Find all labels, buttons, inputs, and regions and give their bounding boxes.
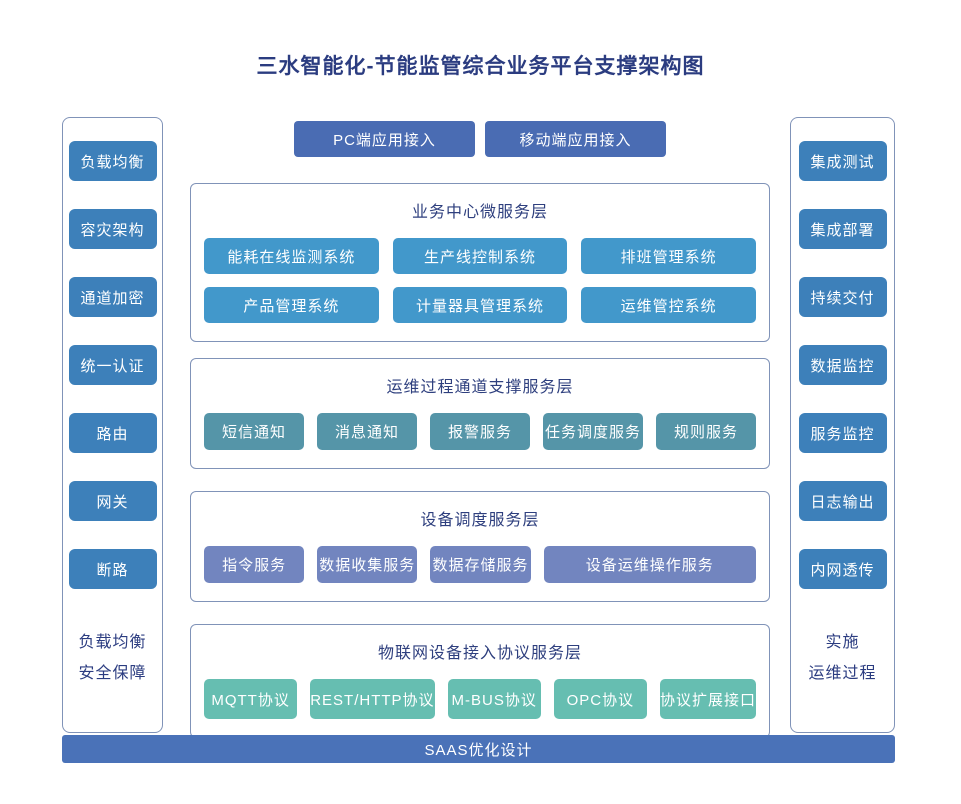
- service-box: M-BUS协议: [447, 679, 541, 719]
- service-box: 规则服务: [656, 413, 756, 450]
- section-boxes: 指令服务数据收集服务数据存储服务设备运维操作服务: [204, 546, 757, 583]
- section-header: 运维过程通道支撑服务层: [386, 379, 574, 396]
- caption-line: 负载均衡: [78, 634, 147, 651]
- sidebar-item: 日志输出: [798, 481, 887, 521]
- service-box: 短信通知: [204, 413, 304, 450]
- sidebar-item: 通道加密: [68, 277, 157, 317]
- service-box: 运维管控系统: [581, 287, 756, 323]
- saas-bottom-bar: SAAS优化设计: [62, 735, 895, 763]
- diagram-layout: 负载均衡容灾架构通道加密统一认证路由网关断路 负载均衡安全保障 PC端应用接入移…: [62, 117, 895, 738]
- sidebar-item: 服务监控: [798, 413, 887, 453]
- service-box: 能耗在线监测系统: [204, 238, 379, 274]
- section-header: 业务中心微服务层: [411, 204, 548, 221]
- service-box: 任务调度服务: [543, 413, 643, 450]
- section-device-dispatch-layer: 设备调度服务层 指令服务数据收集服务数据存储服务设备运维操作服务: [190, 491, 770, 602]
- section-boxes: 能耗在线监测系统生产线控制系统排班管理系统产品管理系统计量器具管理系统运维管控系…: [204, 238, 756, 323]
- section-boxes: MQTT协议 REST/HTTP协议 M-BUS协议 OPC协议协议扩展接口: [204, 679, 757, 719]
- service-box: 排班管理系统: [581, 238, 756, 274]
- right-sidebar-items: 集成测试集成部署持续交付数据监控服务监控日志输出内网透传: [798, 141, 887, 589]
- section-iot-protocol-layer: 物联网设备接入协议服务层 MQTT协议 REST/HTTP协议 M-BUS协议 OPC…: [190, 624, 770, 738]
- section-boxes: 短信通知消息通知报警服务任务调度服务规则服务: [204, 413, 756, 450]
- sidebar-item: 集成测试: [798, 141, 887, 181]
- service-box: MQTT协议: [204, 679, 298, 719]
- service-box: 指令服务: [204, 546, 305, 583]
- sidebar-item: 负载均衡: [68, 141, 157, 181]
- left-sidebar-items: 负载均衡容灾架构通道加密统一认证路由网关断路: [68, 141, 157, 589]
- service-box: 设备运维操作服务: [543, 546, 757, 583]
- sidebar-item: 集成部署: [798, 209, 887, 249]
- left-sidebar-caption: 负载均衡安全保障: [78, 627, 146, 689]
- sidebar-item: 断路: [68, 549, 157, 589]
- app-access-button: 移动端应用接入: [485, 121, 666, 157]
- caption-line: 运维过程: [808, 665, 877, 682]
- service-box: REST/HTTP协议: [310, 679, 435, 719]
- service-box: 协议扩展接口: [660, 679, 757, 719]
- sidebar-item: 持续交付: [798, 277, 887, 317]
- sidebar-item: 容灾架构: [68, 209, 157, 249]
- caption-line: 实施: [825, 634, 860, 651]
- center-column: PC端应用接入移动端应用接入 业务中心微服务层 能耗在线监测系统生产线控制系统排…: [190, 117, 770, 738]
- sidebar-item: 数据监控: [798, 345, 887, 385]
- left-sidebar: 负载均衡容灾架构通道加密统一认证路由网关断路 负载均衡安全保障: [62, 117, 163, 733]
- service-box: 生产线控制系统: [392, 238, 568, 274]
- service-box: 数据存储服务: [430, 546, 531, 583]
- sidebar-item: 网关: [68, 481, 157, 521]
- sidebar-item: 路由: [68, 413, 157, 453]
- service-box: 数据收集服务: [317, 546, 418, 583]
- app-access-buttons: PC端应用接入移动端应用接入: [190, 121, 770, 157]
- service-box: 产品管理系统: [204, 287, 379, 323]
- section-header: 物联网设备接入协议服务层: [377, 645, 582, 662]
- caption-line: 安全保障: [78, 665, 147, 682]
- sidebar-item: 统一认证: [68, 345, 157, 385]
- service-box: OPC协议: [553, 679, 647, 719]
- section-header: 设备调度服务层: [420, 512, 540, 529]
- sidebar-item: 内网透传: [798, 549, 887, 589]
- app-access-button: PC端应用接入: [294, 121, 475, 157]
- service-box: 消息通知: [317, 413, 417, 450]
- service-box: 计量器具管理系统: [392, 287, 568, 323]
- section-business-microservice-layer: 业务中心微服务层 能耗在线监测系统生产线控制系统排班管理系统产品管理系统计量器具…: [190, 183, 770, 342]
- section-ops-channel-support-layer: 运维过程通道支撑服务层 短信通知消息通知报警服务任务调度服务规则服务: [190, 358, 770, 469]
- page-title: 三水智能化-节能监管综合业务平台支撑架构图: [256, 55, 705, 78]
- service-box: 报警服务: [430, 413, 530, 450]
- right-sidebar: 集成测试集成部署持续交付数据监控服务监控日志输出内网透传 实施运维过程: [790, 117, 895, 733]
- right-sidebar-caption: 实施运维过程: [808, 627, 876, 689]
